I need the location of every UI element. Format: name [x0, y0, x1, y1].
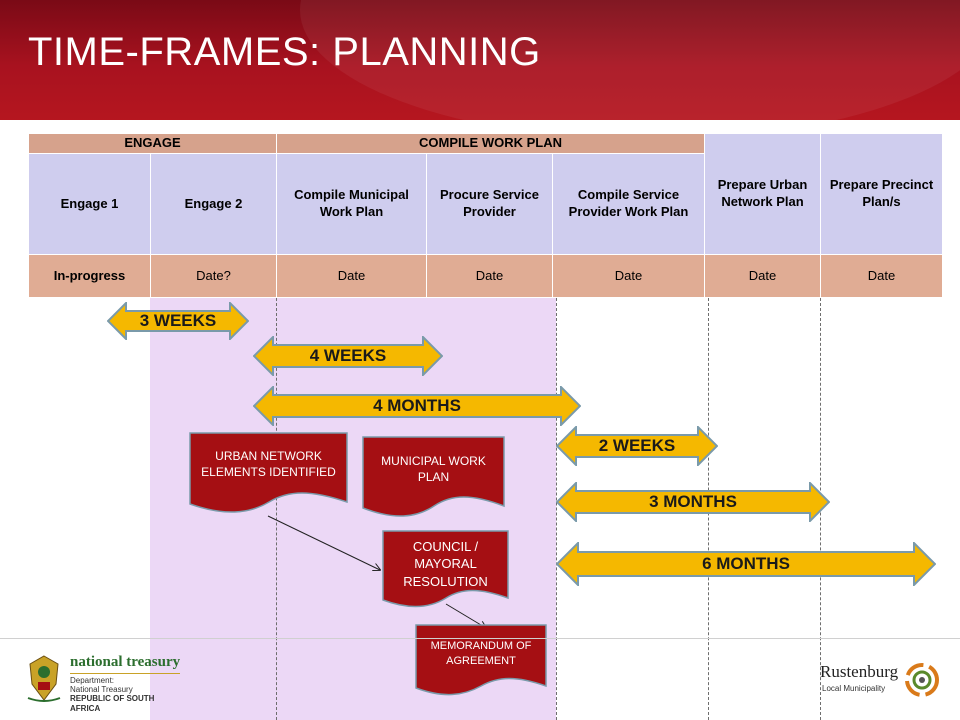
document-text: MUNICIPAL WORK PLAN: [381, 453, 486, 484]
duration-arrow-6-months: 6 MONTHS: [556, 542, 936, 586]
arrow-label: 4 WEEKS: [309, 346, 387, 365]
page-title: TIME-FRAMES: PLANNING: [28, 30, 541, 74]
rustenburg-name: Rustenburg: [820, 662, 899, 681]
connector-arrow: [445, 603, 486, 628]
column-header: Prepare Precinct Plan/s: [820, 133, 943, 255]
column-header: Engage 1: [28, 153, 151, 255]
document-municipal-work-plan: MUNICIPAL WORK PLAN: [362, 436, 505, 520]
status-cell: Date?: [150, 254, 277, 298]
group-header-compile: COMPILE WORK PLAN: [276, 133, 705, 154]
column-header: Compile Municipal Work Plan: [276, 153, 427, 255]
document-text: COUNCIL / MAYORAL RESOLUTION: [403, 538, 488, 589]
rustenburg-subtitle: Local Municipality: [822, 684, 886, 693]
arrow-label: 3 MONTHS: [649, 492, 737, 511]
document-council-resolution: COUNCIL / MAYORAL RESOLUTION: [382, 530, 509, 612]
status-cell: Date: [276, 254, 427, 298]
divider-line: [556, 298, 557, 720]
status-cell: Date: [426, 254, 553, 298]
treasury-name: national treasury: [70, 654, 181, 670]
document-memorandum: MEMORANDUM OF AGREEMENT: [415, 624, 547, 700]
treasury-line: REPUBLIC OF SOUTH AFRICA: [70, 694, 155, 713]
divider-line: [276, 298, 277, 720]
status-cell: In-progress: [28, 254, 151, 298]
group-header-engage: ENGAGE: [28, 133, 277, 154]
arrow-label: 6 MONTHS: [702, 554, 790, 573]
column-header: Procure Service Provider: [426, 153, 553, 255]
column-header: Compile Service Provider Work Plan: [552, 153, 705, 255]
duration-arrow-4-weeks: 4 WEEKS: [253, 336, 443, 376]
document-text: MEMORANDUM OF AGREEMENT: [430, 640, 532, 667]
document-urban-network: URBAN NETWORK ELEMENTS IDENTIFIED: [189, 432, 348, 516]
coat-of-arms-icon: [27, 655, 61, 702]
footer-divider: [0, 638, 960, 639]
duration-arrow-2-weeks: 2 WEEKS: [556, 426, 718, 466]
status-cell: Date: [552, 254, 705, 298]
treasury-line: Department:: [70, 676, 115, 685]
phase-table: ENGAGE COMPILE WORK PLAN Prepare Urban N…: [28, 133, 943, 298]
duration-arrow-4-months: 4 MONTHS: [253, 386, 581, 426]
rustenburg-logo: Rustenburg Local Municipality: [818, 656, 944, 706]
arrow-label: 3 WEEKS: [139, 311, 217, 330]
rustenburg-emblem-icon: [905, 663, 939, 697]
duration-arrow-3-months: 3 MONTHS: [556, 482, 830, 522]
status-cell: Date: [704, 254, 821, 298]
header-band: TIME-FRAMES: PLANNING: [0, 0, 960, 140]
document-text: URBAN NETWORK ELEMENTS IDENTIFIED: [201, 448, 336, 479]
national-treasury-logo: national treasury Department: National T…: [24, 654, 184, 713]
status-cell: Date: [820, 254, 943, 298]
arrow-label: 2 WEEKS: [598, 436, 676, 455]
connector-arrow: [267, 515, 380, 570]
duration-arrow-3-weeks: 3 WEEKS: [107, 302, 249, 340]
arrow-label: 4 MONTHS: [373, 396, 461, 415]
column-header: Prepare Urban Network Plan: [704, 133, 821, 255]
treasury-line: National Treasury: [70, 685, 133, 695]
